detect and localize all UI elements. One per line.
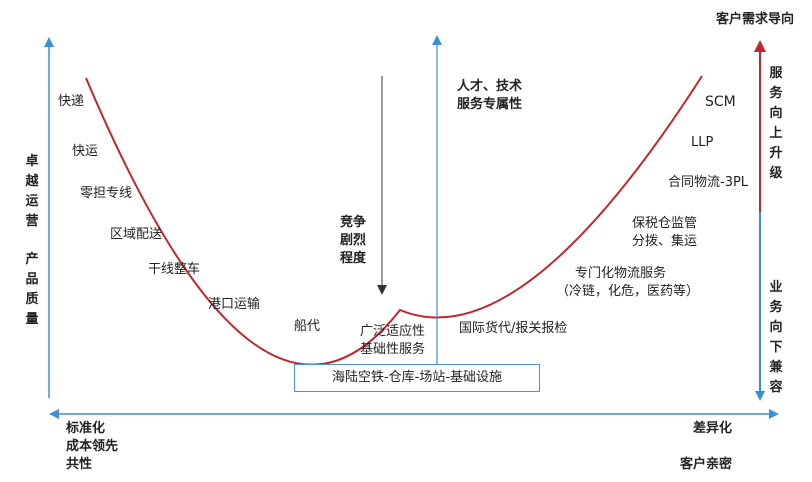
item-ltl: 零担专线 xyxy=(80,186,133,201)
u-curve xyxy=(85,75,703,366)
specialization-label-line1: 人才、技术 xyxy=(457,79,523,94)
item-ftl: 干线整车 xyxy=(148,262,201,277)
bottom-right-customer-intimacy: 客户亲密 xyxy=(680,457,733,472)
item-specialized-examples: （冷链，化危，医药等） xyxy=(556,284,700,299)
item-contract-logistics: 合同物流-3PL xyxy=(668,175,749,190)
bottom-right-differentiation: 差异化 xyxy=(693,421,733,436)
item-basic-service-line1: 广泛适应性 xyxy=(360,324,426,339)
competition-label-line3: 程度 xyxy=(340,251,367,266)
item-scm: SCM xyxy=(705,94,736,110)
item-basic-service-line2: 基础性服务 xyxy=(360,342,426,357)
competition-label-line2: 剧烈 xyxy=(340,233,367,248)
competition-label-line1: 竞争 xyxy=(340,215,367,230)
infrastructure-box: 海陆空铁-仓库-场站-基础设施 xyxy=(294,364,540,392)
left-axis-label-bottom: 产品质量 xyxy=(25,252,39,327)
item-port-transport: 港口运输 xyxy=(208,297,261,312)
bottom-left-commonality: 共性 xyxy=(66,457,93,472)
left-axis-label-top: 卓越运营 xyxy=(25,154,39,229)
item-shipping-agency: 船代 xyxy=(294,319,321,334)
right-axis-label-lower: 业务向下兼容 xyxy=(769,280,783,395)
item-freight: 快运 xyxy=(72,144,99,159)
item-regional-delivery: 区域配送 xyxy=(110,227,163,242)
item-freight-forwarding: 国际货代/报关报检 xyxy=(459,321,568,336)
bottom-left-standardization: 标准化 xyxy=(66,421,106,436)
item-bonded-warehouse: 保税仓监管 xyxy=(632,216,698,231)
specialization-label-line2: 服务专属性 xyxy=(457,97,523,112)
item-llp: LLP xyxy=(691,135,714,150)
customer-demand-title: 客户需求导向 xyxy=(716,12,795,27)
bottom-left-cost-leadership: 成本领先 xyxy=(66,439,119,454)
item-express: 快递 xyxy=(58,94,85,109)
item-specialized-logistics: 专门化物流服务 xyxy=(575,266,667,281)
right-axis-label-upper: 服务向上升级 xyxy=(769,66,783,181)
item-distribution-consolidation: 分拨、集运 xyxy=(632,234,698,249)
